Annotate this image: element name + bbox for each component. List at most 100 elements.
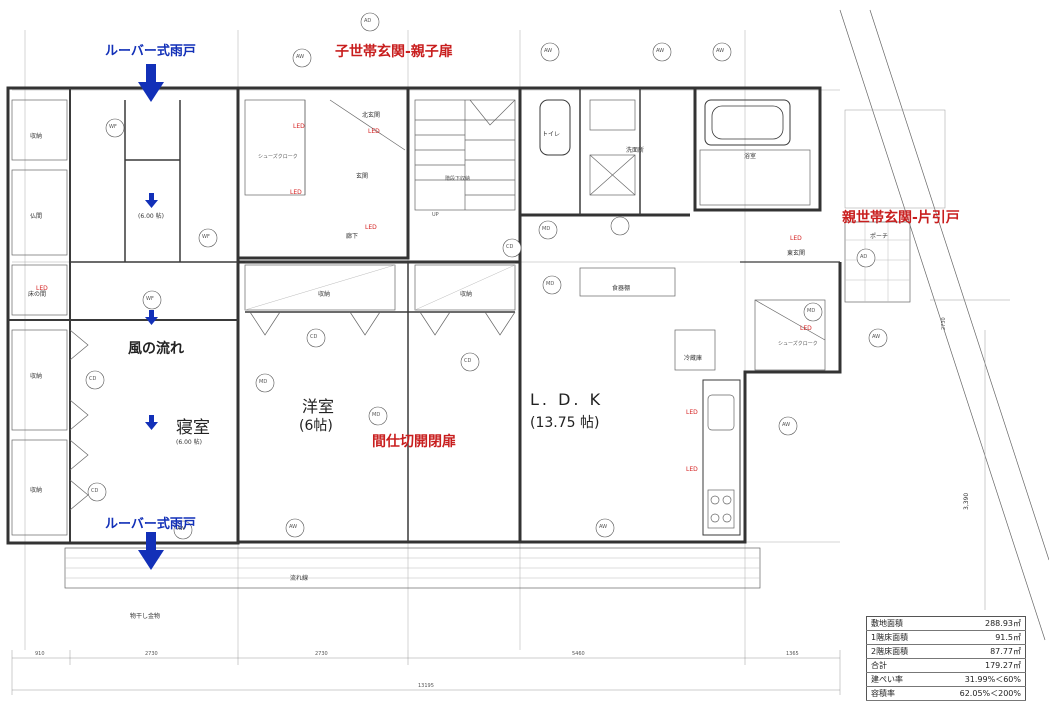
led-mark: LED (686, 466, 698, 473)
dimension-lines (11, 330, 986, 695)
veranda-deck (64, 547, 761, 589)
led-mark: LED (290, 189, 302, 196)
area-table-value: 31.99%＜60% (929, 672, 1026, 687)
site-boundary (839, 9, 1049, 641)
area-table-label: 2階床面積 (866, 644, 930, 659)
wf-marker-label: WF (202, 234, 210, 240)
stairs-up-label: UP (432, 212, 439, 218)
md-marker-label: MD (807, 308, 815, 314)
toilet-label: トイレ (542, 131, 560, 138)
storage-label-1: 収納 (30, 132, 42, 140)
area-table-label: 建ぺい率 (866, 672, 930, 687)
aw-marker-label: AW (289, 524, 297, 530)
porch-tiles (844, 109, 946, 303)
aw-marker-label: AW (177, 526, 185, 532)
area-table-label: 合計 (866, 658, 930, 673)
ad-marker-label: AD (364, 18, 371, 24)
dimension-label: 2730 (315, 651, 328, 657)
led-mark: LED (368, 128, 380, 135)
kitchen-counter (579, 267, 741, 536)
right-dimension-label-2: 2730 (941, 317, 947, 330)
louver-shutter-top-label: ルーバー式雨戸 (105, 43, 196, 59)
bedroom-area-label: (6.00 帖) (176, 438, 202, 446)
shoes-cloak-east-label: シューズクローク (778, 340, 818, 347)
ldk-area-label: (13.75 帖) (530, 415, 599, 431)
interior-walls (8, 88, 840, 542)
storage-label-5: 収納 (460, 290, 472, 298)
ldk-label: L. D. K (530, 390, 603, 409)
area-table-value: 179.27㎡ (929, 658, 1026, 673)
cd-marker-label: CD (91, 488, 98, 494)
louver-arrows (138, 64, 164, 570)
bath-label: 浴室 (744, 152, 756, 160)
wind-flow-label: 風の流れ (128, 340, 184, 357)
entrance-label: 玄関 (356, 172, 368, 180)
grid-lines (12, 30, 840, 650)
cd-marker-label: CD (506, 244, 513, 250)
area-table-value: 62.05%＜200% (929, 686, 1026, 701)
exterior-walls (6, 86, 842, 545)
dimension-label: 1365 (786, 651, 799, 657)
wf-marker-label: WF (146, 296, 154, 302)
bath-fixtures (539, 99, 811, 206)
led-mark: LED (36, 285, 48, 292)
drying-hardware-label: 物干し金物 (130, 612, 160, 620)
led-mark: LED (365, 224, 377, 231)
flow-line-label: 流れ線 (290, 574, 308, 582)
md-marker-label: MD (259, 379, 267, 385)
food-shelf-label: 食器棚 (612, 284, 630, 292)
under-stairs-storage-label: 階段下収納 (445, 175, 470, 182)
wf-marker-label: WF (109, 124, 117, 130)
aw-marker-label: AW (656, 48, 664, 54)
washroom-label: 洗面所 (626, 146, 644, 154)
shoes-cloak-label: シューズクローク (258, 153, 298, 160)
tokonoma-label: 床の間 (28, 290, 46, 298)
area-table-label: 敷地面積 (866, 616, 930, 631)
cd-marker-label: CD (464, 358, 471, 364)
east-entrance-area (754, 299, 826, 371)
ad-marker-label: AD (860, 254, 867, 260)
window-markers (85, 12, 888, 540)
storage-label-2: 収納 (30, 372, 42, 380)
sliding-door-label: 間仕切開閉扉 (372, 433, 456, 450)
north-entrance-area (244, 99, 406, 196)
md-marker-label: MD (372, 412, 380, 418)
western-room-label: 洋室 (302, 397, 334, 416)
bedroom-label: 寝室 (176, 417, 210, 438)
aw-marker-label: AW (782, 422, 790, 428)
led-mark: LED (800, 325, 812, 332)
louver-shutter-bottom-label: ルーバー式雨戸 (105, 516, 196, 532)
total-dimension-label: 13195 (418, 683, 434, 689)
dimension-label: 5460 (572, 651, 585, 657)
area-table-value: 288.93㎡ (929, 616, 1026, 631)
dimension-label: 910 (35, 651, 45, 657)
cd-marker-label: CD (310, 334, 317, 340)
storage-closets (11, 99, 516, 536)
hall-label: 廊下 (346, 232, 358, 240)
fridge-label: 冷蔵庫 (684, 354, 702, 362)
led-mark: LED (293, 123, 305, 130)
md-marker-label: MD (546, 281, 554, 287)
storage-label-4: 収納 (318, 290, 330, 298)
north-entrance-label: 北玄関 (362, 111, 380, 119)
western-room-area-label: (6帖) (299, 418, 333, 434)
cd-marker-label: CD (89, 376, 96, 382)
altar-room-label: 仏間 (30, 213, 42, 220)
east-entrance-label: 東玄関 (787, 249, 805, 257)
upper-room-area-label: (6.00 帖) (138, 212, 164, 220)
parent-entrance-label: 親世帯玄関-片引戸 (842, 209, 960, 226)
led-mark: LED (790, 235, 802, 242)
right-dimension-label: 3,390 (963, 493, 970, 510)
aw-marker-label: AW (716, 48, 724, 54)
led-mark: LED (686, 409, 698, 416)
area-table-label: 1階床面積 (866, 630, 930, 645)
md-marker-label: MD (542, 226, 550, 232)
